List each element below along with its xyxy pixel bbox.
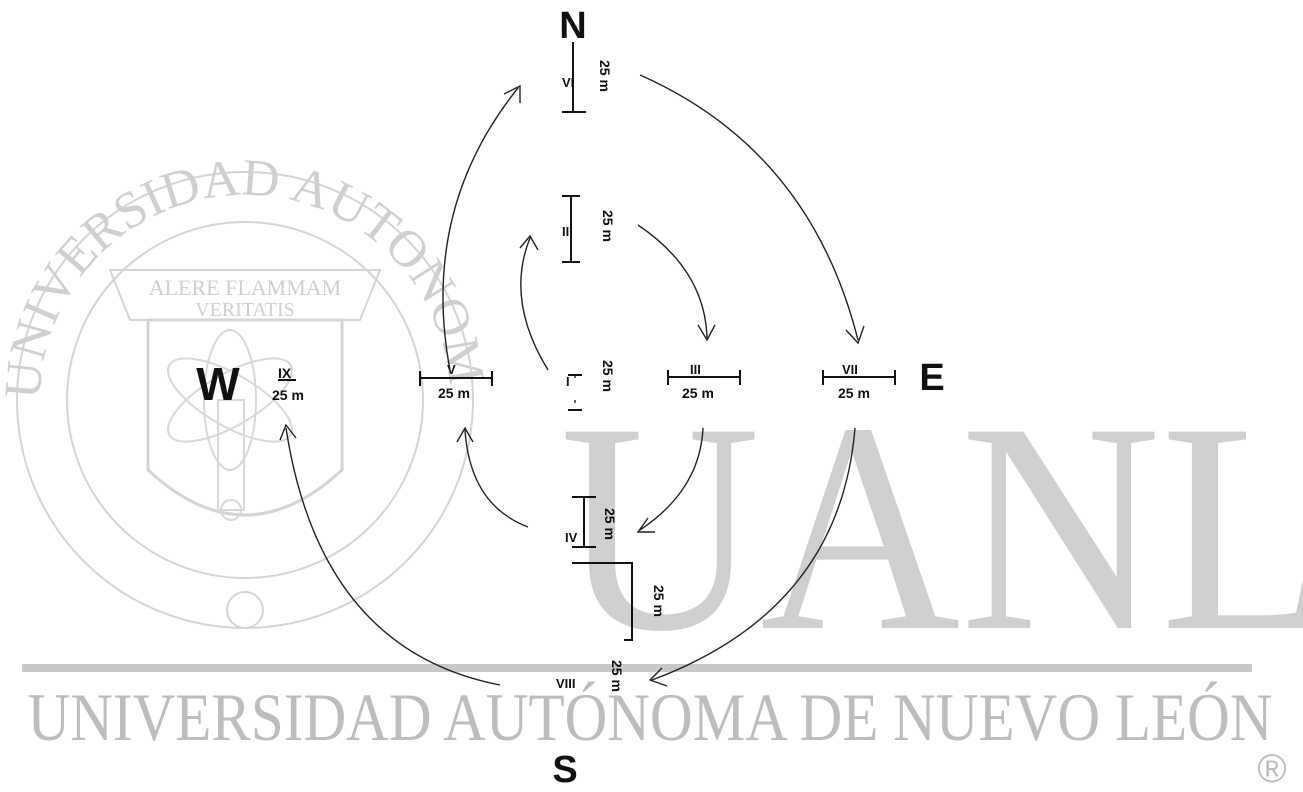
arrow-vii-to-viii (651, 427, 856, 681)
transect-ix: IX 25 m (272, 365, 304, 403)
compass-east: E (919, 357, 944, 399)
transect-vi: VI 25 m (562, 42, 613, 113)
transect-iii: III 25 m (667, 362, 741, 401)
flow-arrows (279, 74, 865, 687)
compass-north: N (559, 5, 586, 47)
arrow-head-iv (636, 517, 655, 533)
transect-iv-label: IV (565, 530, 578, 545)
arrow-v-to-vi (442, 87, 519, 371)
transect-v-label: V (447, 362, 456, 377)
compass-west: W (196, 358, 240, 410)
registered-mark-icon: ® (1257, 747, 1286, 791)
transect-ii-label: II (562, 224, 569, 239)
transect-vii: VII 25 m (822, 362, 896, 401)
transect-ii: II 25 m (562, 195, 616, 263)
arrow-head-ii (519, 234, 539, 251)
transect-vi-label: VI (562, 75, 574, 90)
compass-south: S (552, 749, 577, 791)
corner-length: 25 m (651, 585, 667, 617)
arrow-head-viii (648, 667, 668, 687)
watermark-uanl: UANL (560, 361, 1303, 693)
arrow-iv-to-v (464, 429, 529, 528)
transect-ix-length: 25 m (272, 387, 304, 403)
arrow-head-vi (503, 84, 521, 103)
transect-iv: IV 25 m (565, 496, 618, 548)
arrow-i-to-ii (520, 237, 549, 371)
transect-vii-label: VII (842, 362, 858, 377)
arrow-vi-to-vii (639, 74, 859, 341)
seal-motto-line2: VERITATIS (195, 299, 295, 321)
arrow-head-iii (697, 324, 716, 342)
transect-i-length: 25 m (600, 360, 616, 392)
arrow-head-v (456, 426, 474, 443)
watermark-rule (22, 664, 1252, 672)
seal-motto-line1: ALERE FLAMMAM (149, 275, 342, 300)
transect-i: I 25 m (566, 360, 616, 411)
watermark-band-text: UNIVERSIDAD AUTÓNOMA DE NUEVO LEÓN (28, 679, 1273, 755)
arrow-ii-to-iii (637, 224, 708, 339)
transect-v: V 25 m (419, 362, 493, 401)
corner-segment: 25 m (572, 562, 667, 641)
transect-viii-length: 25 m (609, 660, 625, 692)
transect-viii: VIII 25 m (556, 660, 625, 692)
transect-vi-length: 25 m (597, 60, 613, 92)
transect-vii-length: 25 m (838, 385, 870, 401)
transect-iv-length: 25 m (602, 508, 618, 540)
transect-i-label: I (566, 374, 570, 389)
transect-iii-length: 25 m (682, 385, 714, 401)
transect-iii-label: III (690, 362, 701, 377)
arrow-head-ix (279, 423, 297, 441)
arrow-viii-to-ix (285, 427, 501, 686)
arrow-head-vii (845, 325, 865, 345)
arrow-iii-to-iv (639, 427, 704, 531)
transect-ix-label: IX (278, 365, 292, 381)
transect-v-length: 25 m (438, 385, 470, 401)
transect-ii-length: 25 m (600, 210, 616, 242)
transect-viii-label: VIII (556, 676, 576, 691)
